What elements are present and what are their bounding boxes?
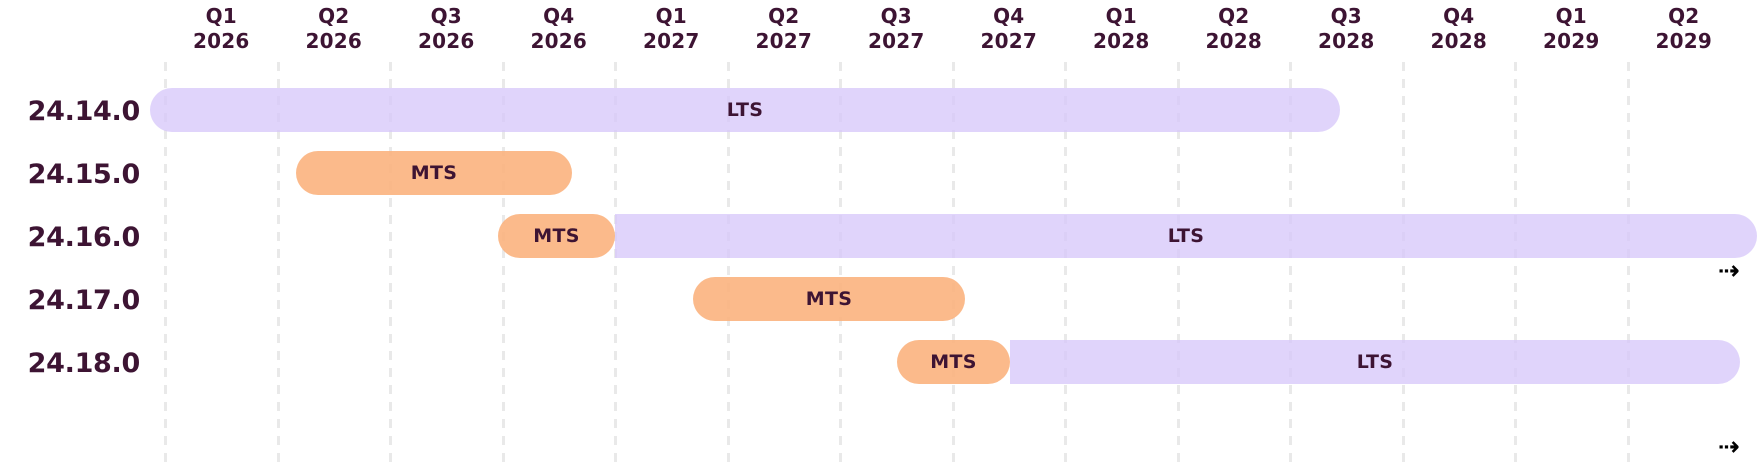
bar-label: MTS xyxy=(533,225,580,247)
quarter-text: Q2 xyxy=(1668,4,1700,28)
bar-24.18.0-lts[interactable]: LTS xyxy=(1010,340,1740,384)
bar-24.16.0-lts[interactable]: LTS xyxy=(615,214,1757,258)
quarter-text: Q1 xyxy=(1555,4,1587,28)
year-text: 2026 xyxy=(530,29,587,53)
year-text: 2027 xyxy=(868,29,925,53)
row-label-24.17.0: 24.17.0 xyxy=(27,285,141,316)
year-text: 2027 xyxy=(980,29,1037,53)
quarter-text: Q3 xyxy=(1330,4,1362,28)
quarter-text: Q3 xyxy=(880,4,912,28)
quarter-text: Q3 xyxy=(430,4,462,28)
year-text: 2028 xyxy=(1430,29,1487,53)
bar-24.14.0-lts[interactable]: LTS xyxy=(150,88,1340,132)
bar-24.17.0-mts[interactable]: MTS xyxy=(693,277,965,321)
gridline-11 xyxy=(1401,62,1405,462)
year-text: 2026 xyxy=(193,29,250,53)
gridline-12 xyxy=(1514,62,1517,462)
continuation-arrow-icon-24.16.0: ⇢ xyxy=(1718,256,1740,286)
bar-label: MTS xyxy=(930,351,977,373)
quarter-text: Q4 xyxy=(1443,4,1475,28)
quarter-text: Q1 xyxy=(655,4,687,28)
year-text: 2028 xyxy=(1318,29,1375,53)
quarter-text: Q2 xyxy=(318,4,350,28)
quarter-text: Q4 xyxy=(543,4,575,28)
bar-label: LTS xyxy=(726,99,764,121)
bar-label: LTS xyxy=(1167,225,1205,247)
bar-label: LTS xyxy=(1356,351,1394,373)
row-label-24.15.0: 24.15.0 xyxy=(27,159,141,190)
year-text: 2027 xyxy=(643,29,700,53)
year-text: 2029 xyxy=(1655,29,1712,53)
bar-24.15.0-mts[interactable]: MTS xyxy=(296,151,572,195)
row-label-24.18.0: 24.18.0 xyxy=(27,348,141,379)
year-text: 2028 xyxy=(1205,29,1262,53)
row-label-24.14.0: 24.14.0 xyxy=(27,96,141,127)
quarter-text: Q4 xyxy=(993,4,1025,28)
gridline-13 xyxy=(1626,62,1630,462)
quarter-text: Q1 xyxy=(205,4,237,28)
year-text: 2026 xyxy=(305,29,362,53)
year-text: 2027 xyxy=(755,29,812,53)
bar-24.16.0-mts[interactable]: MTS xyxy=(498,214,615,258)
quarter-text: Q1 xyxy=(1105,4,1137,28)
year-text: 2026 xyxy=(418,29,475,53)
row-label-24.16.0: 24.16.0 xyxy=(27,222,141,253)
bar-label: MTS xyxy=(410,162,458,184)
quarter-text: Q2 xyxy=(1218,4,1250,28)
bar-label: MTS xyxy=(805,288,853,310)
bar-24.18.0-mts[interactable]: MTS xyxy=(897,340,1010,384)
year-text: 2029 xyxy=(1543,29,1600,53)
year-text: 2028 xyxy=(1093,29,1150,53)
quarter-text: Q2 xyxy=(768,4,800,28)
continuation-arrow-icon-24.18.0: ⇢ xyxy=(1718,432,1740,462)
